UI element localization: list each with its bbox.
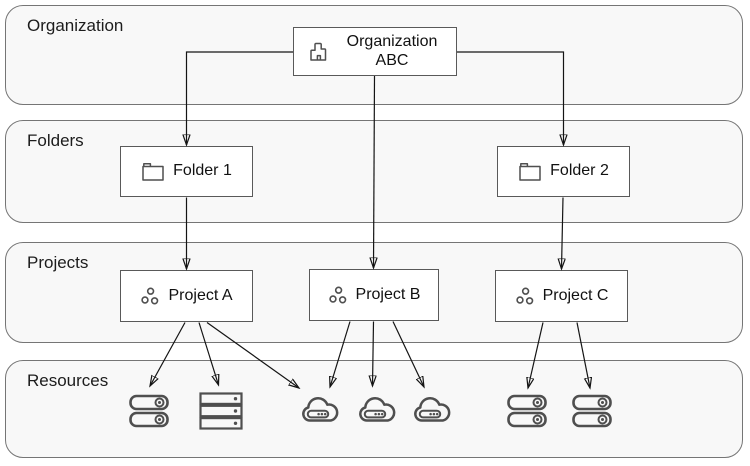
node-project-b: Project B: [309, 269, 439, 321]
cloud-server-icon: [357, 394, 397, 427]
node-label: Folder 2: [550, 162, 609, 180]
project-dots-icon: [328, 285, 348, 305]
project-dots-icon: [140, 286, 160, 306]
folder-icon: [518, 161, 542, 182]
node-project-a: Project A: [120, 270, 253, 322]
node-label: Project A: [168, 286, 233, 304]
server-icon: [128, 393, 170, 429]
band-label-organization: Organization: [27, 16, 124, 35]
node-folder-2: Folder 2: [497, 146, 630, 197]
project-dots-icon: [515, 286, 535, 306]
node-label: Project C: [542, 286, 609, 304]
organization-building-icon: [306, 39, 332, 65]
band-label-folders: Folders: [27, 131, 84, 150]
server-icon: [571, 393, 613, 429]
node-label: Organization ABC: [346, 33, 438, 69]
band-label-resources: Resources: [27, 371, 109, 390]
cloud-server-icon: [412, 394, 452, 427]
server-rack-icon: [198, 391, 244, 431]
cloud-server-icon: [300, 394, 340, 427]
band-folders: Folders: [5, 120, 743, 223]
node-folder-1: Folder 1: [120, 146, 253, 197]
node-label: Folder 1: [173, 162, 232, 180]
node-organization-abc: Organization ABC: [293, 27, 457, 76]
node-project-c: Project C: [495, 270, 628, 322]
node-label: Project B: [355, 285, 421, 303]
folder-icon: [141, 161, 165, 182]
band-label-projects: Projects: [27, 253, 89, 272]
server-icon: [506, 393, 548, 429]
